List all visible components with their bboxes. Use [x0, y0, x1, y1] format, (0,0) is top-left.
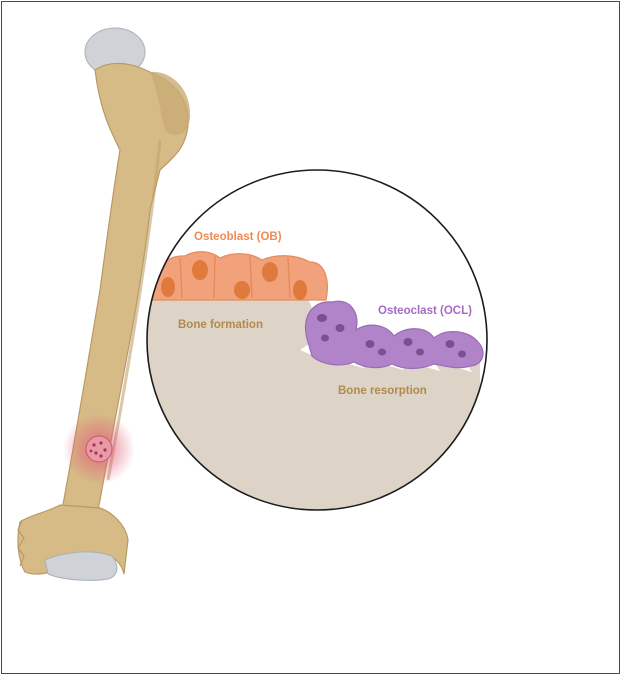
- bone-formation-label: Bone formation: [178, 319, 263, 331]
- magnified-bone-circle: [140, 170, 487, 520]
- lesion-marker: [63, 413, 135, 485]
- bone-resorption-label: Bone resorption: [338, 385, 427, 397]
- osteoblast-cells: [150, 252, 327, 300]
- osteoclast-label: Osteoclast (OCL): [378, 305, 472, 317]
- osteoblast-label: Osteoblast (OB): [194, 231, 282, 243]
